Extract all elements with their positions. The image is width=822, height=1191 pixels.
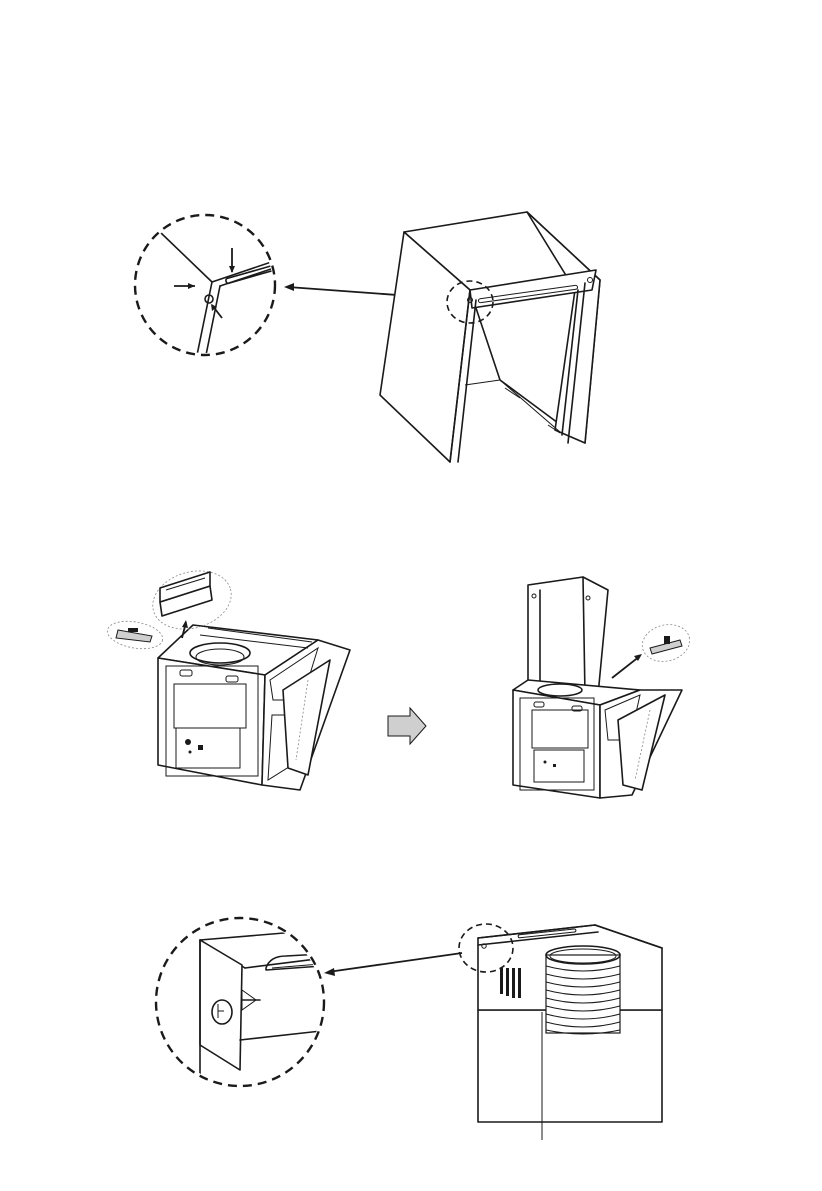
step-1-group [135,212,600,462]
step-3-group [156,918,662,1140]
step-2-hood-left [158,625,350,790]
step-2-clip-callout [105,617,165,652]
step-2-group [105,562,693,798]
step-3-zoom-callout [156,918,340,1100]
step-1-zoom-callout [135,215,292,360]
step-1-chimney-cover [380,212,600,462]
right-block-arrow [388,708,426,744]
step-3-leader [328,953,462,972]
flexible-duct [546,946,620,1034]
step-2-hood-right [513,577,682,798]
step-2-right-clip-callout [612,620,694,678]
step-3-chimney-assembly [478,925,662,1140]
